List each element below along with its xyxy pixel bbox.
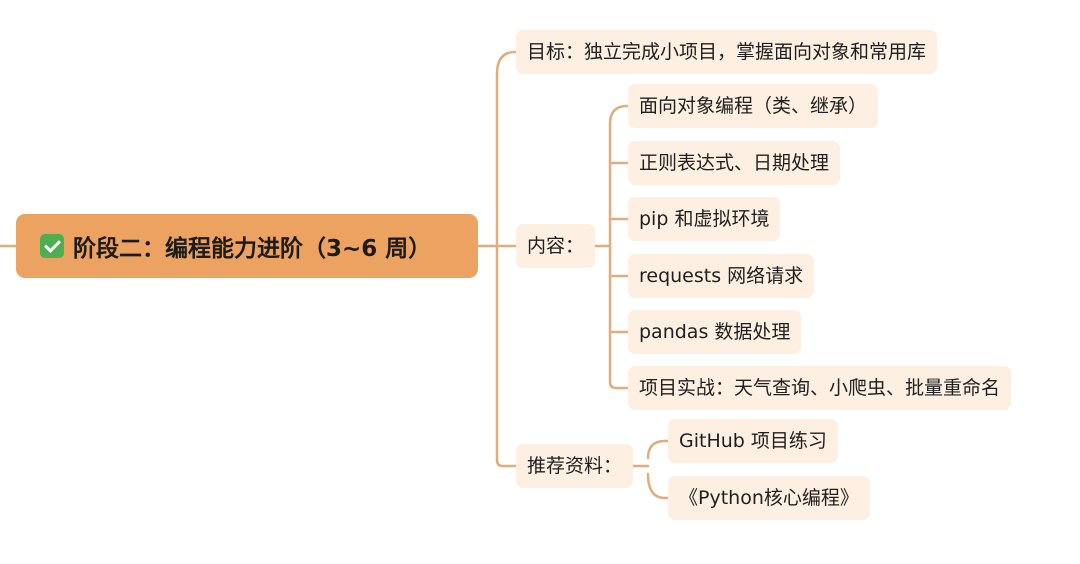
content-item-label: 面向对象编程（类、继承）: [639, 95, 868, 117]
content-item-requests[interactable]: requests 网络请求: [628, 254, 815, 298]
content-item-label: requests 网络请求: [639, 265, 804, 287]
content-item-oop[interactable]: 面向对象编程（类、继承）: [628, 84, 879, 128]
resource-item-label: 《Python核心编程》: [679, 487, 859, 509]
resources-node-label: 推荐资料：: [527, 455, 623, 477]
content-item-label: pandas 数据处理: [639, 321, 791, 343]
resource-item-github[interactable]: GitHub 项目练习: [668, 419, 838, 463]
content-node-label: 内容：: [527, 235, 585, 257]
resource-item-book[interactable]: 《Python核心编程》: [668, 476, 870, 520]
resources-node[interactable]: 推荐资料：: [516, 444, 634, 488]
content-item-label: 正则表达式、日期处理: [639, 152, 830, 174]
root-node[interactable]: 阶段二：编程能力进阶（3~6 周）: [16, 214, 478, 278]
check-mark-icon: [40, 234, 64, 258]
content-item-projects[interactable]: 项目实战：天气查询、小爬虫、批量重命名: [628, 366, 1012, 410]
goal-node[interactable]: 目标：独立完成小项目，掌握面向对象和常用库: [516, 30, 938, 74]
content-item-pandas[interactable]: pandas 数据处理: [628, 310, 802, 354]
content-item-pip-venv[interactable]: pip 和虚拟环境: [628, 197, 781, 241]
goal-node-label: 目标：独立完成小项目，掌握面向对象和常用库: [527, 41, 927, 63]
content-node[interactable]: 内容：: [516, 224, 596, 268]
resource-item-label: GitHub 项目练习: [679, 430, 827, 452]
content-item-label: pip 和虚拟环境: [639, 208, 770, 230]
root-node-label: 阶段二：编程能力进阶（3~6 周）: [73, 236, 432, 262]
content-item-label: 项目实战：天气查询、小爬虫、批量重命名: [639, 377, 1001, 399]
content-item-regex-date[interactable]: 正则表达式、日期处理: [628, 141, 841, 185]
